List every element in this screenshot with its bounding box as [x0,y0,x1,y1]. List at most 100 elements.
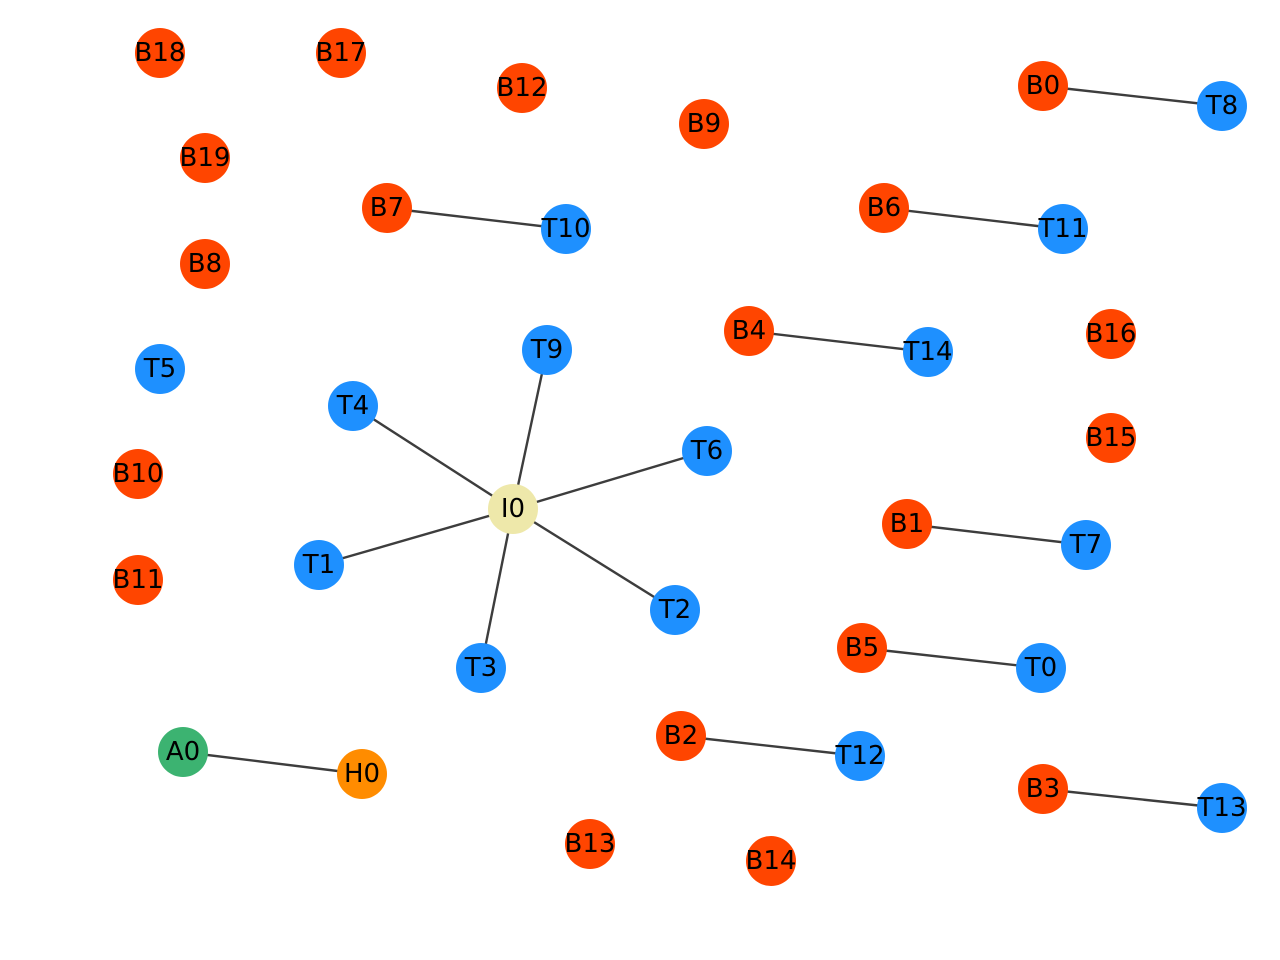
node-circle [488,484,538,534]
node-label: B12 [497,73,548,103]
node-circle [650,585,700,635]
node-label: T0 [1024,653,1057,683]
node-circle [113,449,163,499]
node-t11: T11 [1038,204,1088,254]
edge-b5-t0 [861,646,1042,670]
node-circle [135,344,185,394]
node-circle [328,381,378,431]
node-b14: B14 [746,836,796,886]
node-b6: B6 [859,183,909,233]
node-circle [724,306,774,356]
node-b15: B15 [1086,413,1137,463]
node-label: T10 [541,214,591,244]
node-circle [135,28,185,78]
node-label: T4 [336,391,369,421]
node-circle [158,727,208,777]
node-label: B15 [1086,423,1137,453]
node-t7: T7 [1061,520,1111,570]
node-label: T11 [1038,214,1088,244]
node-b17: B17 [316,28,367,78]
node-label: B5 [845,633,879,663]
node-t13: T13 [1197,783,1247,833]
node-label: T7 [1069,530,1102,560]
node-circle [541,204,591,254]
node-label: B2 [664,721,698,751]
edge-i0-t4 [352,404,514,511]
edge-b6-t11 [883,206,1064,231]
edge-i0-t1 [318,507,514,567]
node-label: T3 [464,653,497,683]
node-label: B16 [1086,319,1137,349]
node-circle [294,540,344,590]
node-t2: T2 [650,585,700,635]
node-circle [656,711,706,761]
node-label: B17 [316,38,367,68]
node-label: T14 [903,337,953,367]
node-circle [1016,643,1066,693]
node-t5: T5 [135,344,185,394]
node-t1: T1 [294,540,344,590]
node-label: B7 [370,193,404,223]
node-b19: B19 [180,133,231,183]
node-circle [1018,61,1068,111]
node-circle [837,623,887,673]
node-circle [565,819,615,869]
node-b2: B2 [656,711,706,761]
edge-b3-t13 [1042,787,1223,810]
edge-b7-t10 [386,206,567,231]
node-b7: B7 [362,183,412,233]
node-b18: B18 [135,28,185,78]
node-t0: T0 [1016,643,1066,693]
node-label: T6 [690,436,723,466]
node-t14: T14 [903,327,953,377]
node-circle [337,749,387,799]
node-a0: A0 [158,727,208,777]
node-circle [180,133,230,183]
node-b12: B12 [497,63,548,113]
node-circle [679,99,729,149]
node-b10: B10 [113,449,163,499]
node-label: I0 [501,494,525,524]
node-label: B3 [1026,774,1060,804]
node-label: B13 [565,829,616,859]
node-label: H0 [344,759,380,789]
node-label: B4 [732,316,766,346]
node-circle [113,555,163,605]
node-circle [1018,764,1068,814]
node-circle [682,426,732,476]
node-t3: T3 [456,643,506,693]
node-circle [835,731,885,781]
edge-i0-t3 [479,508,515,669]
node-circle [882,499,932,549]
node-b9: B9 [679,99,729,149]
node-b8: B8 [180,239,230,289]
node-circle [1038,204,1088,254]
edge-b0-t8 [1042,84,1223,108]
node-circle [456,643,506,693]
node-label: B8 [188,249,222,279]
node-label: T13 [1197,793,1247,823]
node-label: B9 [687,109,721,139]
node-circle [362,183,412,233]
node-label: T9 [530,335,563,365]
node-b5: B5 [837,623,887,673]
edge-i0-t2 [512,507,676,612]
node-h0: H0 [337,749,387,799]
node-circle [497,63,547,113]
edge-i0-t6 [512,449,708,511]
node-circle [1086,309,1136,359]
node-label: T8 [1205,91,1238,121]
node-t12: T12 [835,731,885,781]
node-circle [1197,783,1247,833]
node-label: T2 [658,595,691,625]
edge-a0-h0 [182,750,363,776]
node-t6: T6 [682,426,732,476]
node-label: A0 [166,737,200,767]
edge-b2-t12 [680,734,861,758]
node-b3: B3 [1018,764,1068,814]
node-t9: T9 [522,325,572,375]
node-label: B19 [180,143,231,173]
node-label: T5 [143,354,176,384]
node-t4: T4 [328,381,378,431]
node-circle [903,327,953,377]
